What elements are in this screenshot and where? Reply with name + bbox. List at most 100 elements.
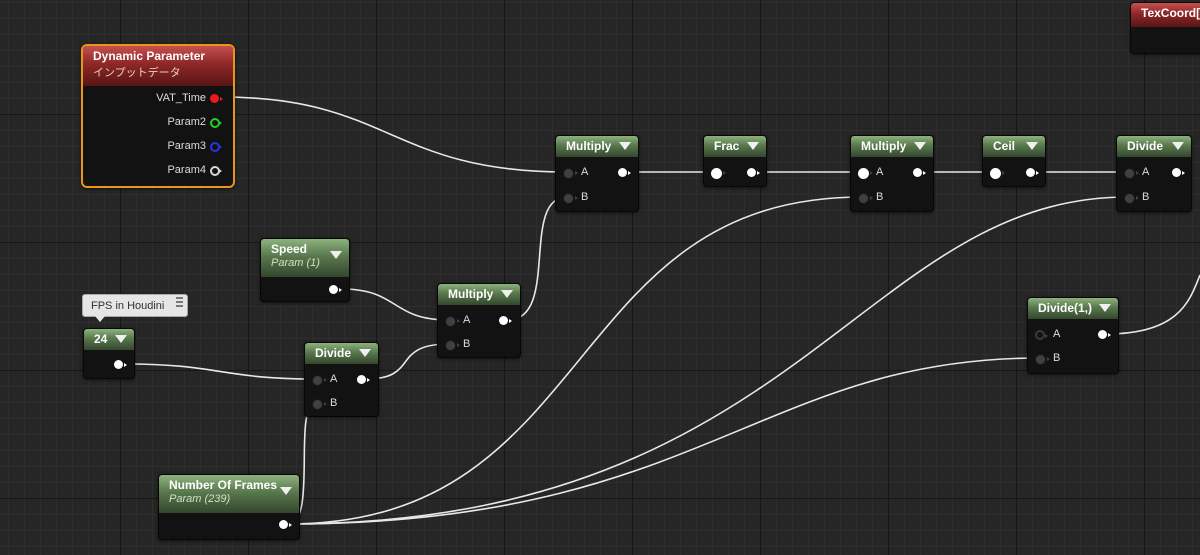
wire-speed-to-multiply-a	[340, 288, 450, 321]
input-pin-b[interactable]	[312, 399, 327, 410]
node-header: 24	[84, 329, 134, 350]
node-header: Dynamic Parameter インプットデータ	[83, 46, 233, 86]
input-pin-a[interactable]	[1035, 330, 1048, 340]
divide-node-2[interactable]: Divide A B	[1116, 135, 1192, 212]
collapse-arrow-icon[interactable]	[501, 290, 513, 298]
collapse-arrow-icon[interactable]	[914, 142, 926, 150]
input-pin-b[interactable]	[445, 340, 460, 351]
input-pin-a[interactable]	[445, 316, 460, 327]
input-label-a: A	[463, 314, 471, 326]
frac-node[interactable]: Frac	[703, 135, 767, 187]
input-pin-a[interactable]	[858, 168, 873, 179]
number-of-frames-node[interactable]: Number Of Frames Param (239)	[158, 474, 300, 540]
output-pin[interactable]	[1098, 330, 1111, 339]
ceil-node[interactable]: Ceil	[982, 135, 1046, 187]
input-pin-a[interactable]	[1124, 168, 1139, 179]
input-pin-b[interactable]	[858, 193, 873, 204]
input-pin-b[interactable]	[1124, 193, 1139, 204]
output-pin[interactable]	[1172, 168, 1185, 177]
node-title: Divide	[315, 346, 352, 360]
input-label-b: B	[463, 338, 471, 350]
node-header: Divide	[1117, 136, 1191, 157]
collapse-arrow-icon[interactable]	[280, 487, 292, 495]
output-pin[interactable]	[1026, 168, 1039, 177]
input-pin-a[interactable]	[563, 168, 578, 179]
input-pin-b[interactable]	[1035, 354, 1050, 365]
multiply-node-1[interactable]: Multiply A B	[437, 283, 521, 358]
node-header: Multiply	[438, 284, 520, 305]
multiply-node-3[interactable]: Multiply A B	[850, 135, 934, 212]
texcoord-node[interactable]: TexCoord[	[1130, 2, 1200, 54]
wire-divide1-output	[1105, 274, 1200, 335]
input-pin[interactable]	[990, 168, 1005, 179]
node-title: Speed	[271, 242, 308, 256]
output-label-param3: Param3	[167, 140, 206, 152]
node-header: Frac	[704, 136, 766, 157]
node-title: Multiply	[448, 287, 494, 301]
input-label-a: A	[330, 373, 338, 385]
node-header: TexCoord[	[1131, 3, 1200, 27]
input-pin-a[interactable]	[312, 375, 327, 386]
node-header: Divide(1,)	[1028, 298, 1118, 319]
input-label-a: A	[876, 166, 884, 178]
output-pin-param2[interactable]	[210, 118, 222, 128]
input-label-a: A	[1053, 328, 1061, 340]
output-label-param2: Param2	[167, 116, 206, 128]
output-pin-param3[interactable]	[210, 142, 222, 152]
input-pin[interactable]	[711, 168, 726, 179]
comment-text: FPS in Houdini	[91, 300, 165, 312]
node-title: TexCoord[	[1141, 6, 1200, 20]
input-pin-b[interactable]	[563, 193, 578, 204]
wire-24-to-divide-a	[124, 363, 317, 380]
output-pin[interactable]	[499, 316, 512, 325]
comment-bubble[interactable]: FPS in Houdini	[82, 294, 188, 322]
pin-comment-icon[interactable]	[176, 297, 183, 313]
node-title: Divide(1,)	[1038, 301, 1093, 315]
collapse-arrow-icon[interactable]	[115, 335, 127, 343]
speed-param-node[interactable]: Speed Param (1)	[260, 238, 350, 302]
output-pin[interactable]	[357, 375, 370, 384]
wire-frames-to-multiply-b	[287, 196, 863, 525]
node-title: Ceil	[993, 139, 1016, 153]
output-label-param4: Param4	[167, 164, 206, 176]
node-subtitle: Param (1)	[271, 257, 320, 269]
output-pin[interactable]	[114, 360, 127, 369]
output-label-vat-time: VAT_Time	[156, 92, 206, 104]
dynamic-parameter-node[interactable]: Dynamic Parameter インプットデータ VAT_Time Para…	[81, 44, 235, 188]
output-pin[interactable]	[618, 168, 631, 177]
divide-node-3[interactable]: Divide(1,) A B	[1027, 297, 1119, 374]
collapse-arrow-icon[interactable]	[1026, 142, 1038, 150]
input-label-b: B	[1053, 352, 1061, 364]
node-title: Divide	[1127, 139, 1164, 153]
node-header: Speed Param (1)	[261, 239, 349, 277]
node-title: Number Of Frames	[169, 478, 278, 492]
divide-node-1[interactable]: Divide A B	[304, 342, 379, 417]
wire-divide-to-multiply-b	[365, 343, 450, 380]
wire-multiply-to-multiply-b	[507, 196, 568, 321]
wire-frames-to-divide-b-2	[287, 196, 1129, 525]
node-title: Multiply	[861, 139, 907, 153]
input-label-a: A	[1142, 166, 1150, 178]
output-pin[interactable]	[279, 520, 292, 529]
output-pin[interactable]	[747, 168, 760, 177]
wire-vat-time-to-multiply-a	[220, 96, 568, 173]
node-header: Number Of Frames Param (239)	[159, 475, 299, 513]
node-title: 24	[94, 332, 108, 346]
output-pin-param4[interactable]	[210, 166, 222, 176]
input-label-b: B	[876, 191, 884, 203]
collapse-arrow-icon[interactable]	[619, 142, 631, 150]
input-label-b: B	[1142, 191, 1150, 203]
node-title: Multiply	[566, 139, 612, 153]
output-pin[interactable]	[913, 168, 926, 177]
node-subtitle: インプットデータ	[93, 67, 181, 79]
collapse-arrow-icon[interactable]	[1099, 304, 1111, 312]
collapse-arrow-icon[interactable]	[747, 142, 759, 150]
multiply-node-2[interactable]: Multiply A B	[555, 135, 639, 212]
constant-24-node[interactable]: 24	[83, 328, 135, 379]
output-pin[interactable]	[329, 285, 342, 294]
output-pin-vat-time[interactable]	[210, 94, 223, 103]
collapse-arrow-icon[interactable]	[359, 349, 371, 357]
collapse-arrow-icon[interactable]	[1172, 142, 1184, 150]
collapse-arrow-icon[interactable]	[330, 251, 342, 259]
